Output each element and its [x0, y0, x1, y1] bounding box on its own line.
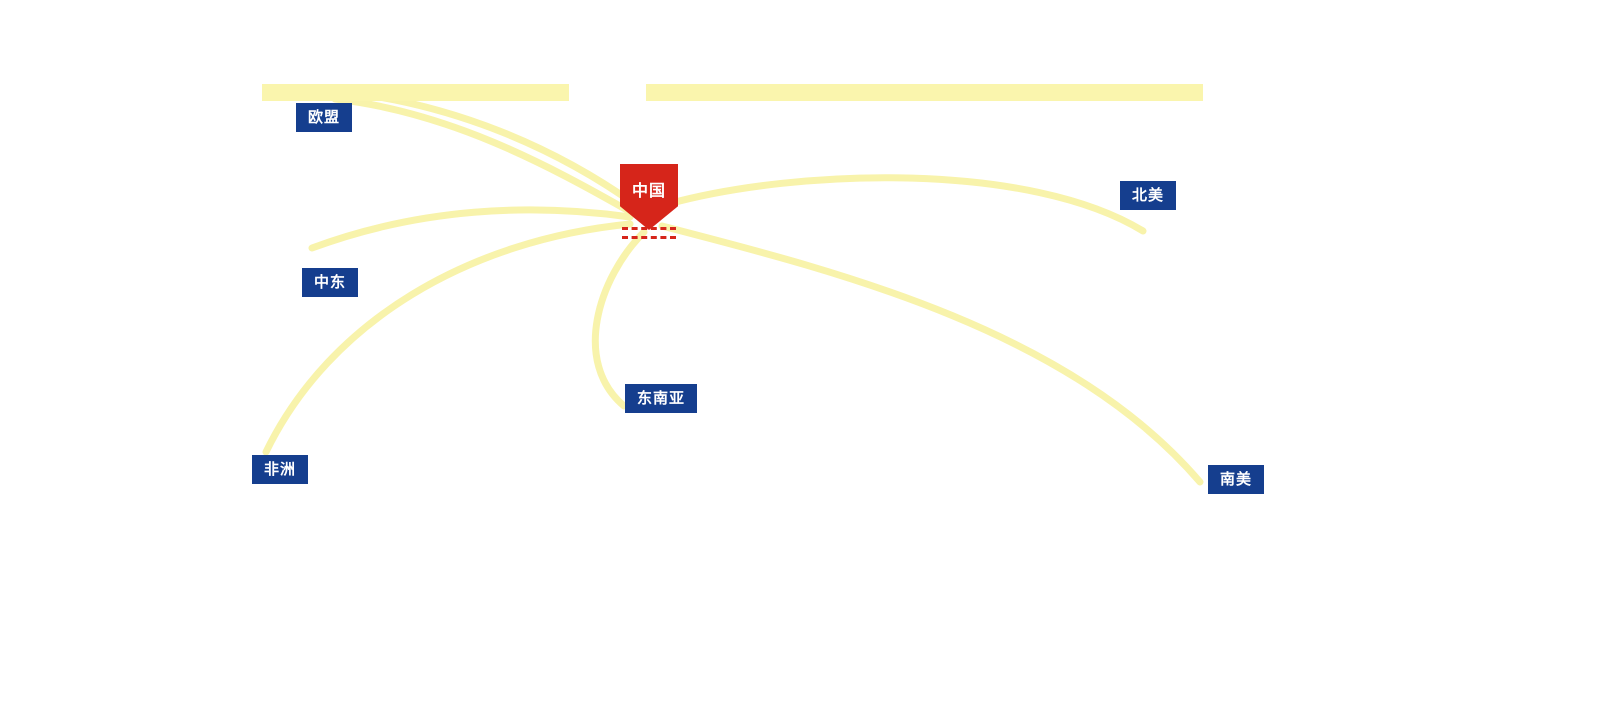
- region-label-text-africa: 非洲: [264, 461, 297, 478]
- top-banner-segment-2: [646, 84, 1203, 101]
- route-china-to-southeast-asia: [591, 228, 648, 410]
- region-label-eu: 欧盟: [296, 103, 353, 132]
- china-marker-pin: 中国: [620, 164, 678, 230]
- china-ripple-2: [622, 236, 676, 239]
- region-label-southeast-asia: 东南亚: [625, 384, 698, 413]
- region-label-text-north-america: 北美: [1132, 187, 1165, 204]
- route-china-to-north-america: [664, 174, 1147, 235]
- route-china-to-middle-east: [308, 206, 634, 252]
- region-label-text-south-america: 南美: [1220, 471, 1253, 488]
- region-label-north-america: 北美: [1120, 181, 1177, 210]
- route-china-to-eu-2: [331, 95, 638, 218]
- china-marker-label: 中国: [631, 183, 666, 200]
- top-banner-segment-1: [262, 84, 569, 101]
- region-label-south-america: 南美: [1208, 465, 1265, 494]
- route-china-to-south-america: [658, 222, 1204, 486]
- region-label-text-middle-east: 中东: [314, 274, 347, 291]
- region-label-text-eu: 欧盟: [308, 109, 341, 126]
- region-label-text-southeast-asia: 东南亚: [637, 390, 686, 407]
- region-label-africa: 非洲: [252, 455, 309, 484]
- route-china-to-africa: [262, 220, 634, 456]
- region-label-middle-east: 中东: [302, 268, 359, 297]
- route-china-to-eu: [332, 87, 644, 212]
